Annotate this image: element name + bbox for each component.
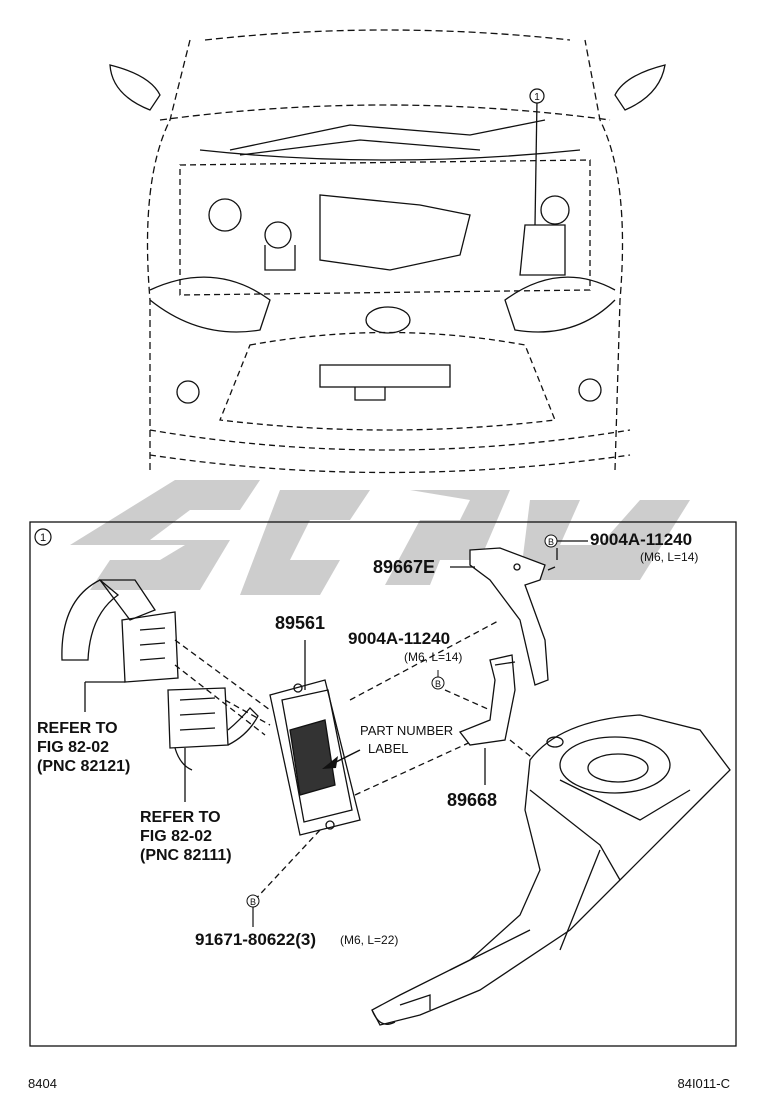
- vehicle-front-view: [109, 29, 666, 474]
- svg-text:B: B: [250, 897, 256, 907]
- footer-right-code: 84I011-C: [677, 1076, 730, 1091]
- bolt-marker-mid: B: [431, 676, 445, 690]
- refer-note-2-line2: FIG 82-02: [140, 828, 212, 845]
- part-number-9004a-top: 9004A-11240: [590, 530, 692, 549]
- refer-note-1-line1: REFER TO: [37, 720, 118, 737]
- refer-note-2-line3: (PNC 82111): [140, 847, 232, 864]
- svg-text:B: B: [548, 537, 554, 547]
- part-number-label-arrow: [322, 749, 361, 769]
- connector-upper: [61, 579, 271, 736]
- part-number-89667e: 89667E: [373, 557, 435, 577]
- connector-lower: [167, 687, 271, 802]
- svg-text:1: 1: [40, 532, 46, 544]
- detail-marker-frame: 1: [34, 528, 52, 546]
- watermark-logo: [70, 480, 690, 595]
- part-number-89561: 89561: [275, 613, 325, 633]
- bolt-spec-bottom: (M6, L=22): [340, 933, 398, 947]
- detail-marker-top: 1: [529, 88, 545, 104]
- detail-frame: [29, 521, 737, 1047]
- part-number-89668: 89668: [447, 790, 497, 810]
- part-number-label-note-line2: LABEL: [368, 741, 408, 756]
- svg-text:1: 1: [534, 92, 540, 103]
- refer-note-1-line2: FIG 82-02: [37, 739, 109, 756]
- ecu-module: [249, 619, 501, 906]
- svg-text:B: B: [435, 679, 441, 689]
- bolt-spec-top: (M6, L=14): [640, 550, 698, 564]
- refer-note-2-line1: REFER TO: [140, 809, 221, 826]
- bracket-89667e: [450, 547, 558, 686]
- refer-note-1-line3: (PNC 82121): [37, 758, 130, 775]
- part-number-91671: 91671-80622(3): [195, 930, 316, 949]
- part-number-label-note-line1: PART NUMBER: [360, 723, 453, 738]
- bolt-marker-top: B: [544, 534, 558, 548]
- footer-left-code: 8404: [28, 1076, 57, 1091]
- part-number-9004a-mid: 9004A-11240: [348, 629, 450, 648]
- bolt-marker-bottom: B: [246, 894, 260, 908]
- bolt-spec-mid: (M6, L=14): [404, 650, 462, 664]
- body-frame-member: [371, 714, 731, 1026]
